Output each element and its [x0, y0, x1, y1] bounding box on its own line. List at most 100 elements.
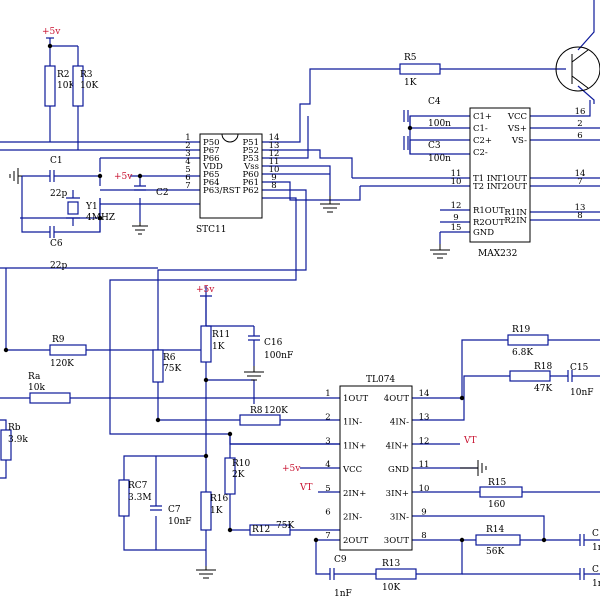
pin-label: P66: [203, 154, 220, 164]
chip-notch: [221, 133, 239, 143]
svg-text:160: 160: [488, 500, 505, 510]
supply-label: +5v: [114, 172, 133, 182]
svg-text:1n: 1n: [592, 579, 600, 589]
pin-number: 11: [451, 169, 462, 179]
resistor-Ra: Ra 10k: [28, 372, 71, 404]
chip-pin: 1IN- 2: [325, 413, 362, 428]
pin-label: R2IN: [504, 216, 527, 226]
pin-label: 1IN+: [343, 441, 366, 451]
pin-number: 11: [269, 157, 280, 167]
chip-body: [339, 385, 413, 551]
pin-number: 5: [185, 165, 190, 175]
pin-label: P52: [242, 146, 259, 156]
pin-label: VDD: [202, 162, 223, 172]
resistor-R5: R5 1K: [399, 53, 441, 88]
chip-pin: C2+: [473, 136, 492, 146]
pin-number: 2: [325, 413, 330, 423]
pin-label: 2IN-: [343, 513, 362, 523]
resistor-Rb: Rb 3.9k: [0, 423, 28, 461]
svg-text:R19: R19: [512, 325, 531, 335]
junctions: [3, 43, 547, 543]
svg-text:2K: 2K: [232, 470, 245, 480]
svg-text:120K: 120K: [50, 359, 74, 369]
resistor-R15: R15 160: [479, 478, 523, 510]
pin-label: VS+: [507, 124, 527, 134]
pin-number: 8: [577, 211, 582, 221]
pin-number: 6: [185, 173, 190, 183]
pin-number: 12: [451, 201, 462, 211]
pin-label: P51: [242, 138, 259, 148]
svg-text:Rb: Rb: [8, 423, 21, 433]
junction-dot: [227, 431, 233, 437]
pin-number: 16: [575, 107, 586, 117]
pin-number: 3: [185, 149, 190, 159]
junction-dot: [97, 215, 103, 221]
pin-label: GND: [388, 465, 409, 475]
junction-dot: [203, 377, 209, 383]
junction-dot: [137, 173, 143, 179]
pin-label: 1IN-: [343, 418, 362, 428]
chip-pin: 2OUT 7: [325, 531, 368, 546]
svg-text:R2: R2: [57, 70, 70, 80]
capacitor-C1: C1 22p: [49, 156, 80, 199]
pin-label: 1OUT: [343, 394, 369, 404]
pin-number: 8: [421, 531, 426, 541]
svg-text:C15: C15: [570, 363, 589, 373]
chip-pin: VS+ 2: [507, 119, 583, 134]
svg-text:100n: 100n: [428, 154, 451, 164]
svg-text:Y1: Y1: [85, 202, 98, 212]
svg-text:10K: 10K: [382, 583, 400, 593]
pin-number: 9: [453, 213, 458, 223]
pin-label: 2OUT: [343, 536, 369, 546]
resistor-R6: R6 75K: [152, 349, 181, 383]
ground-icon: [132, 222, 148, 235]
svg-text:10K: 10K: [57, 81, 75, 91]
transistor: [555, 46, 600, 92]
pin-label: P67: [203, 146, 220, 156]
vt-label: VT: [463, 436, 477, 446]
resistor-R14: R14 56K: [475, 525, 521, 557]
pin-label: P64: [203, 178, 220, 188]
pin-number: 6: [577, 131, 582, 141]
svg-text:1K: 1K: [210, 506, 223, 516]
svg-text:10nF: 10nF: [168, 517, 192, 527]
pin-label: C2+: [473, 136, 492, 146]
chip-pin: P66 3: [185, 149, 219, 164]
pin-number: 7: [325, 531, 330, 541]
capacitor-C15: C15 10nF: [567, 363, 594, 398]
pin-number: 2: [577, 119, 582, 129]
resistor-R3: R3 10K: [72, 65, 98, 107]
svg-text:R12: R12: [252, 525, 270, 535]
pin-label: T2OUT: [496, 182, 527, 192]
pin-label: VCC: [507, 112, 527, 122]
supply-label: +5v: [282, 464, 301, 474]
pin-number: 15: [451, 223, 462, 233]
svg-text:R3: R3: [80, 70, 93, 80]
svg-text:R16: R16: [210, 494, 229, 504]
chip-body: [469, 107, 531, 243]
junction-dot: [97, 173, 103, 179]
pin-label: 4OUT: [384, 394, 410, 404]
chip-pin: VS-6: [511, 131, 583, 146]
chip-pin: 3IN-9: [390, 508, 427, 523]
ground-symbols: [9, 168, 487, 579]
supply-label: +5v: [42, 27, 61, 37]
pin-number: 7: [185, 181, 190, 191]
pin-label: P53: [242, 154, 259, 164]
pin-number: 9: [421, 508, 426, 518]
pin-number: 5: [325, 484, 330, 494]
resistor-R9: R9 120K: [49, 335, 87, 369]
chip-pin: 3IN+10: [386, 484, 430, 499]
svg-text:C16: C16: [264, 338, 283, 348]
svg-text:1K: 1K: [212, 342, 225, 352]
